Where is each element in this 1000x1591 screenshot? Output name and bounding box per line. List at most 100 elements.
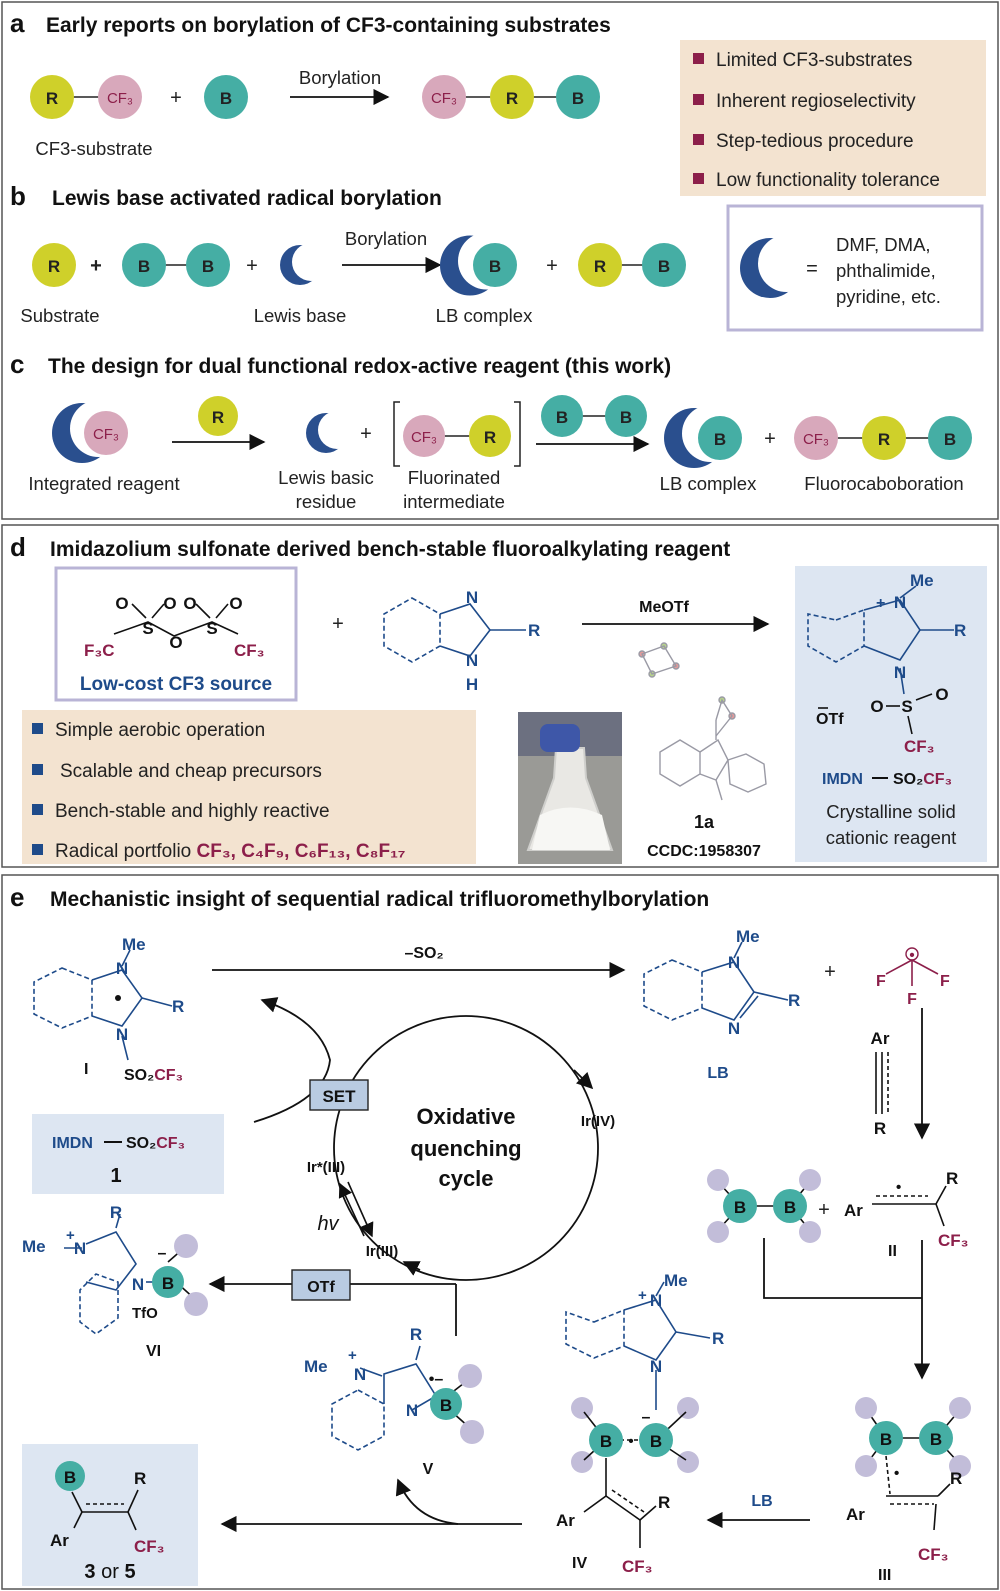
complex-V: Me + N R N B •– V bbox=[304, 1325, 484, 1478]
svg-text:II: II bbox=[888, 1243, 897, 1260]
svg-text:LB: LB bbox=[707, 1065, 728, 1082]
vinyl-radical-II: Ar • R CF₃ II bbox=[844, 1169, 969, 1260]
svg-text:+: + bbox=[818, 1199, 830, 1221]
svg-text:IV: IV bbox=[572, 1555, 587, 1572]
photoredox-cycle bbox=[333, 1015, 599, 1281]
svg-text:B: B bbox=[600, 1432, 612, 1451]
svg-text:+: + bbox=[348, 1347, 357, 1364]
panel-a-limitations: Limited CF3-substrates Inherent regiosel… bbox=[680, 40, 986, 196]
svg-text:R: R bbox=[528, 621, 540, 640]
panel-abc-frame bbox=[1, 1, 999, 520]
svg-text:CF₃: CF₃ bbox=[134, 1537, 165, 1556]
reagent-flask-photo bbox=[518, 712, 622, 864]
svg-text:CF₃: CF₃ bbox=[803, 431, 829, 448]
svg-text:S: S bbox=[142, 619, 153, 638]
svg-text:O: O bbox=[115, 594, 128, 613]
svg-text:Me: Me bbox=[664, 1271, 688, 1290]
panel-e-title: Mechanistic insight of sequential radica… bbox=[50, 888, 709, 911]
panel-b-letter: b bbox=[10, 181, 26, 211]
svg-text:F: F bbox=[876, 973, 886, 990]
svg-text:R: R bbox=[46, 89, 58, 108]
svg-text:R: R bbox=[950, 1469, 962, 1488]
svg-text:Inherent regioselectivity: Inherent regioselectivity bbox=[716, 91, 916, 112]
svg-text:V: V bbox=[423, 1461, 434, 1478]
svg-text:B: B bbox=[64, 1468, 76, 1487]
svg-text:+: + bbox=[332, 613, 344, 635]
svg-text:Crystalline solid: Crystalline solid bbox=[826, 801, 956, 822]
panel-d-letter: d bbox=[10, 532, 26, 562]
svg-text:R: R bbox=[954, 621, 966, 640]
radical-I: Me N N R SO₂CF₃ I bbox=[33, 935, 184, 1084]
svg-text:1: 1 bbox=[110, 1165, 121, 1187]
svg-text:•: • bbox=[628, 1433, 633, 1450]
svg-text:MeOTf: MeOTf bbox=[639, 599, 689, 616]
otf-badge bbox=[291, 1269, 351, 1301]
svg-text:cationic reagent: cationic reagent bbox=[826, 827, 957, 848]
svg-text:N: N bbox=[650, 1291, 662, 1310]
panel-b-title: Lewis base activated radical borylation bbox=[52, 187, 442, 210]
triflic-anhydride: O O O O S S O F₃C CF₃ Low-cost CF3 sourc… bbox=[54, 566, 298, 702]
svg-text:Ar: Ar bbox=[871, 1029, 890, 1048]
svg-text:S: S bbox=[206, 619, 217, 638]
svg-text:B: B bbox=[734, 1198, 746, 1217]
benzimidazole: N N H R bbox=[383, 588, 540, 694]
compound-1-box: IMDN SO₂CF₃ 1 bbox=[32, 1114, 224, 1194]
svg-text:CF₃: CF₃ bbox=[431, 90, 457, 107]
svg-text:3 or 5: 3 or 5 bbox=[84, 1561, 135, 1583]
svg-text:Ir(IV): Ir(IV) bbox=[581, 1113, 615, 1130]
svg-text:Substrate: Substrate bbox=[20, 305, 99, 326]
svg-text:N: N bbox=[132, 1275, 144, 1294]
svg-text:DMF, DMA,: DMF, DMA, bbox=[836, 234, 931, 255]
svg-text:R: R bbox=[594, 257, 606, 276]
lewis-base-examples: = DMF, DMA, phthalimide, pyridine, etc. bbox=[726, 204, 984, 332]
svg-text:Ir*(III): Ir*(III) bbox=[307, 1159, 345, 1176]
svg-text:R: R bbox=[172, 997, 184, 1016]
complex-VI: Me + N R N B – TfO VI bbox=[22, 1203, 208, 1360]
panel-c-scheme: CF₃ Integrated reagent R Lewis basic res… bbox=[28, 395, 972, 512]
svg-text:SO₂CF₃: SO₂CF₃ bbox=[893, 771, 952, 788]
svg-text:residue: residue bbox=[296, 491, 357, 512]
svg-text:SO₂CF₃: SO₂CF₃ bbox=[124, 1067, 183, 1084]
svg-text:R: R bbox=[506, 89, 518, 108]
svg-text:Radical portfolio CF₃, C₄F₉, C: Radical portfolio CF₃, C₄F₉, C₆F₁₃, C₈F₁… bbox=[55, 841, 406, 862]
svg-text:OTf: OTf bbox=[307, 1279, 335, 1296]
lb-complex-boron bbox=[473, 243, 517, 287]
svg-text:Oxidative: Oxidative bbox=[416, 1104, 515, 1129]
svg-text:CF₃: CF₃ bbox=[234, 641, 265, 660]
svg-text:N: N bbox=[650, 1357, 662, 1376]
svg-text:O: O bbox=[169, 633, 182, 652]
svg-text:OTf: OTf bbox=[816, 711, 844, 728]
svg-text:B: B bbox=[650, 1432, 662, 1451]
svg-text:B: B bbox=[440, 1396, 452, 1415]
svg-text:R: R bbox=[712, 1329, 724, 1348]
panel-a-letter: a bbox=[10, 8, 25, 38]
svg-text:Lewis base: Lewis base bbox=[254, 305, 347, 326]
r-circle bbox=[30, 75, 74, 119]
svg-text:Limited CF3-substrates: Limited CF3-substrates bbox=[716, 50, 912, 71]
svg-text:O: O bbox=[870, 697, 883, 716]
svg-text:B: B bbox=[658, 257, 670, 276]
svg-text:N: N bbox=[354, 1365, 366, 1384]
svg-text:+: + bbox=[360, 423, 372, 445]
svg-text:O: O bbox=[229, 594, 242, 613]
alkyne: Ar R bbox=[871, 1029, 890, 1138]
ccdc-number: CCDC:1958307 bbox=[647, 843, 761, 860]
svg-text:•: • bbox=[894, 1465, 899, 1482]
svg-text:Low functionality tolerance: Low functionality tolerance bbox=[716, 170, 940, 191]
svg-text:B: B bbox=[202, 257, 214, 276]
svg-text:Scalable and cheap precursors: Scalable and cheap precursors bbox=[60, 761, 322, 782]
svg-text:N: N bbox=[116, 959, 128, 978]
svg-text:Ar: Ar bbox=[556, 1511, 575, 1530]
svg-text:N: N bbox=[466, 588, 478, 607]
svg-text:B: B bbox=[220, 89, 232, 108]
svg-text:+: + bbox=[824, 961, 836, 983]
panel-d-advantages: Simple aerobic operation Scalable and ch… bbox=[22, 710, 476, 864]
svg-text:Me: Me bbox=[304, 1357, 328, 1376]
svg-text:N: N bbox=[116, 1025, 128, 1044]
svg-text:S: S bbox=[901, 697, 912, 716]
b-circle bbox=[204, 75, 248, 119]
panel-d-title: Imidazolium sulfonate derived bench-stab… bbox=[50, 538, 730, 561]
svg-text:IMDN: IMDN bbox=[822, 771, 863, 788]
svg-text:–SO₂: –SO₂ bbox=[404, 945, 443, 962]
svg-text:R: R bbox=[658, 1493, 670, 1512]
